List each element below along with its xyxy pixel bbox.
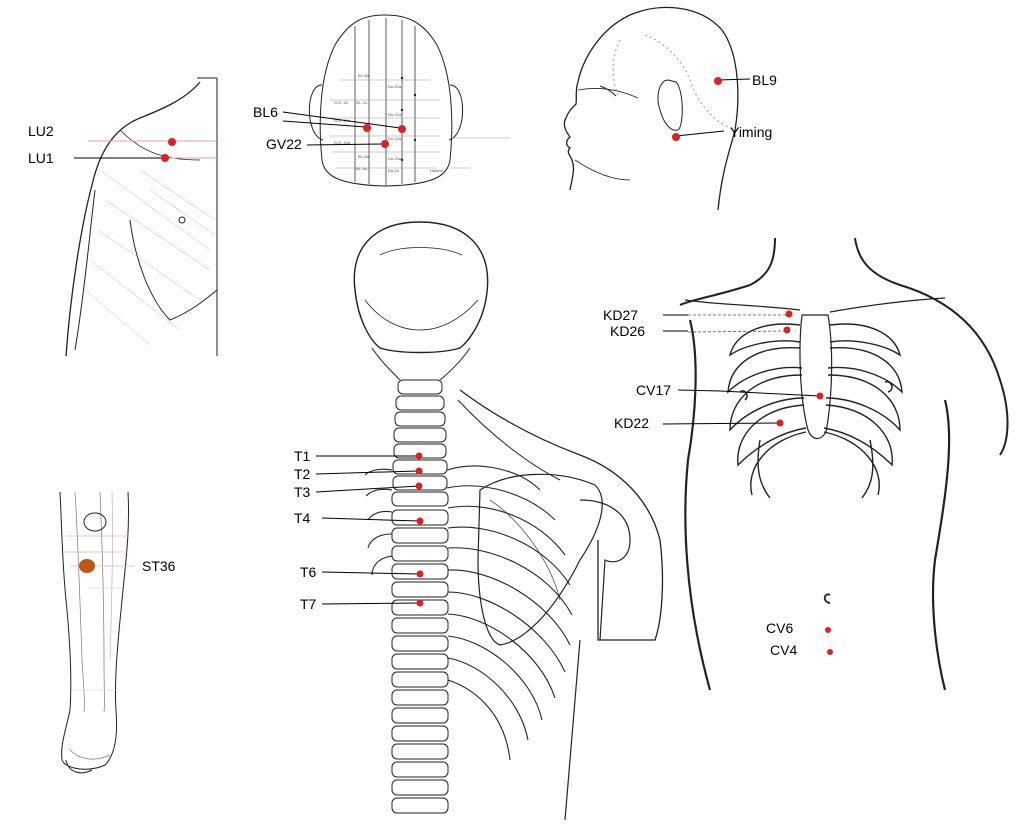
label-cv4: CV4 xyxy=(770,642,797,658)
label-t1: T1 xyxy=(294,448,311,464)
skull-outline xyxy=(353,221,489,354)
point-cv17 xyxy=(816,392,824,400)
point-kd22 xyxy=(776,419,784,427)
scapula-outline xyxy=(477,473,603,646)
point-kd26 xyxy=(783,326,791,334)
svg-text:Hairline: Hairline xyxy=(430,168,444,173)
svg-text:Du-21a: Du-21a xyxy=(388,112,402,117)
label-yiming: Yiming xyxy=(730,124,772,140)
point-t1 xyxy=(415,452,423,460)
svg-text:Du-20a: Du-20a xyxy=(388,84,402,89)
ribs xyxy=(364,465,573,761)
head-side-panel: BL9 Yiming xyxy=(563,6,777,211)
torso-right-outline xyxy=(854,237,1009,456)
shoulder-outline xyxy=(65,81,201,357)
label-kd27: KD27 xyxy=(603,307,638,323)
leg-outline-outer xyxy=(59,491,130,770)
svg-text:G.B.-16a: G.B.-16a xyxy=(334,140,351,145)
point-kd27 xyxy=(785,310,793,318)
label-st36: ST36 xyxy=(142,558,176,574)
label-bl9: BL9 xyxy=(752,72,777,88)
chest-ribs-right xyxy=(823,323,903,499)
point-cv6 xyxy=(825,627,831,633)
svg-text:BL-5a: BL-5a xyxy=(358,154,369,159)
label-bl6: BL6 xyxy=(253,104,278,120)
label-gv22: GV22 xyxy=(266,136,302,152)
sternum-outline xyxy=(799,314,833,440)
label-cv17: CV17 xyxy=(636,382,671,398)
chest-ribs-left xyxy=(727,323,807,499)
shoulder-panel: LU2 LU1 xyxy=(28,77,218,357)
label-t2: T2 xyxy=(294,466,311,482)
point-lu1 xyxy=(161,154,169,162)
back-outline xyxy=(459,389,664,641)
label-t3: T3 xyxy=(294,484,311,500)
humerus-outline xyxy=(579,499,631,641)
label-lu1: LU1 xyxy=(28,150,54,166)
label-t4: T4 xyxy=(294,510,311,526)
point-gv22 xyxy=(381,140,389,148)
svg-text:Du-22a: Du-22a xyxy=(388,136,402,141)
svg-text:G.B.-18: G.B.-18 xyxy=(334,100,349,105)
head-top-panel: BL-8a Du-20a G.B.-18 Du-21a BL-7a G.B.-1… xyxy=(253,14,510,187)
point-cv4 xyxy=(827,649,833,655)
point-t6 xyxy=(416,570,424,578)
point-bl6-right xyxy=(398,125,406,133)
label-cv6: CV6 xyxy=(766,620,793,636)
point-yiming xyxy=(672,133,680,141)
svg-text:BL-3a: BL-3a xyxy=(356,166,367,171)
point-t2 xyxy=(415,467,423,475)
svg-text:BL-8a: BL-8a xyxy=(358,73,369,78)
label-kd26: KD26 xyxy=(610,323,645,339)
point-lu2 xyxy=(168,138,176,146)
svg-text:Du-23a: Du-23a xyxy=(388,156,402,161)
label-kd22: KD22 xyxy=(614,415,649,431)
label-lu2: LU2 xyxy=(28,123,54,139)
svg-text:BL-7a: BL-7a xyxy=(356,100,367,105)
point-bl6-left xyxy=(363,124,371,132)
leg-panel: ST36 xyxy=(59,491,176,774)
kneecap-outline xyxy=(83,512,107,532)
torso-left-outline xyxy=(679,237,776,306)
svg-text:Du-24: Du-24 xyxy=(388,168,400,173)
label-t6: T6 xyxy=(300,564,317,580)
chest-panel: KD27 KD26 CV17 KD22 CV6 CV4 xyxy=(603,237,1009,691)
ear-outline xyxy=(657,79,683,131)
point-t3 xyxy=(415,482,423,490)
nipple-icon xyxy=(178,216,186,224)
label-t7: T7 xyxy=(300,596,317,612)
spine-vertebrae xyxy=(391,379,449,814)
point-st36 xyxy=(79,559,95,573)
point-t4 xyxy=(416,517,424,525)
navel-icon xyxy=(823,593,831,604)
spine-panel: T1 T2 T3 T4 T6 T7 xyxy=(294,221,664,821)
point-bl9 xyxy=(714,77,722,85)
point-t7 xyxy=(416,599,424,607)
